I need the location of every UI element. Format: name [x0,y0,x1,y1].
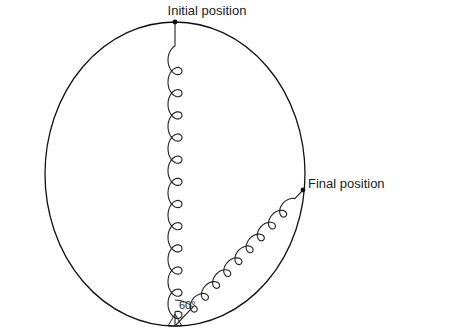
spring-initial [168,22,182,326]
springs [168,22,303,326]
final-point [301,188,306,193]
position-label: Initial position [168,4,247,17]
position-label: Final position [308,177,385,190]
initial-point [173,20,178,25]
pivot [168,314,182,326]
spring-final [175,190,303,326]
angle-label: 60° [179,300,196,311]
ring [45,22,305,326]
